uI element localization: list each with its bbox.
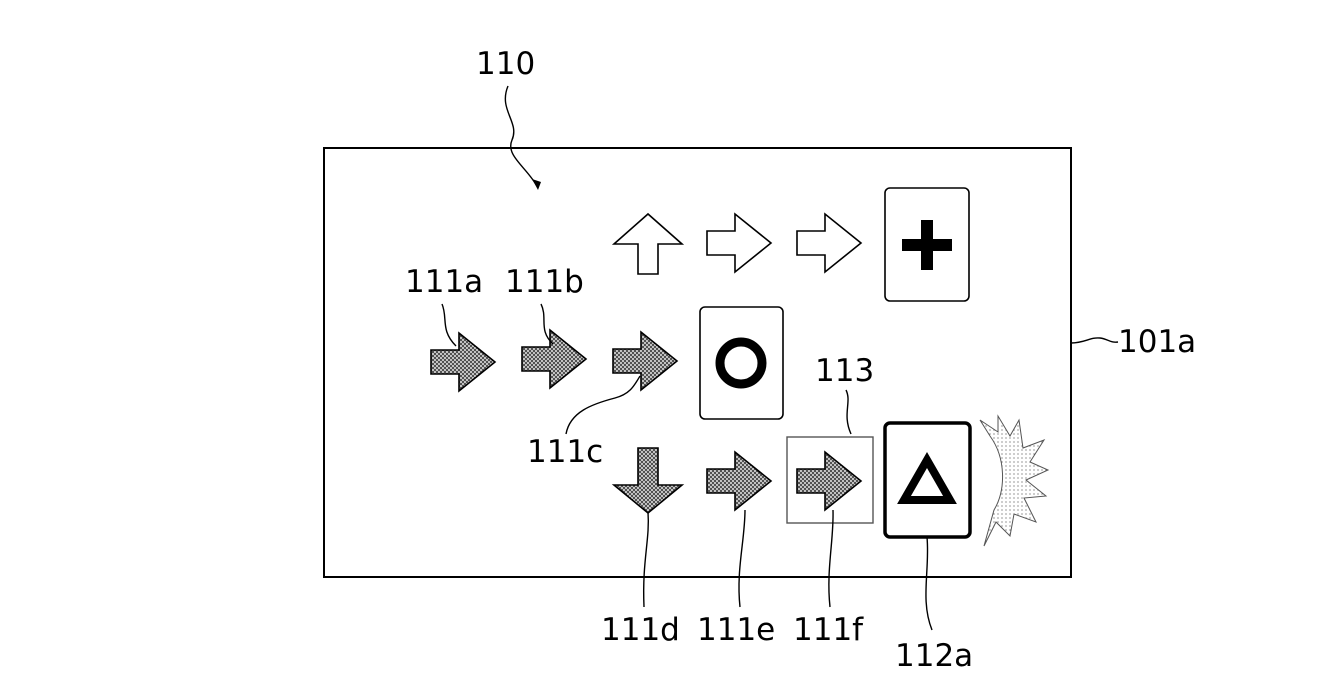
leader-arrow-e [738, 509, 746, 608]
label-arrow-b: 111b [505, 264, 584, 300]
arrow-right-outline-2 [796, 213, 862, 273]
leader-screen [504, 85, 539, 189]
arrow-111d [611, 447, 685, 515]
leader-arrow-b [540, 303, 554, 345]
leader-selection-box [845, 389, 852, 435]
label-arrow-a: 111a [405, 264, 483, 300]
leader-arrow-c [565, 375, 641, 435]
label-selection-box: 113 [815, 353, 874, 389]
arrow-up-outline [611, 212, 685, 275]
highlight-burst [979, 414, 1050, 547]
arrow-111b [521, 329, 587, 389]
leader-arrow-a [441, 303, 457, 347]
label-arrow-d: 111d [601, 612, 680, 648]
label-screen: 110 [476, 46, 535, 82]
label-triangle-card: 112a [895, 638, 973, 674]
arrow-111a [430, 332, 496, 392]
leader-triangle-card [925, 536, 933, 631]
arrow-111c [612, 331, 678, 391]
circle-icon [715, 337, 767, 389]
display-frame [323, 147, 1072, 578]
leader-arrow-d [642, 511, 650, 608]
card-triangle [883, 421, 972, 539]
leader-frame [1070, 337, 1119, 344]
label-frame: 101a [1118, 324, 1196, 360]
plus-icon [902, 220, 952, 270]
label-arrow-e: 111e [697, 612, 775, 648]
leader-arrow-f [828, 509, 834, 608]
arrow-111e [706, 451, 772, 511]
arrow-right-outline-1 [706, 213, 772, 273]
leader-screen-arrowhead [532, 179, 541, 190]
triangle-icon [897, 451, 957, 504]
label-arrow-c: 111c [527, 434, 603, 470]
card-circle [699, 306, 784, 420]
label-arrow-f: 111f [793, 612, 864, 648]
